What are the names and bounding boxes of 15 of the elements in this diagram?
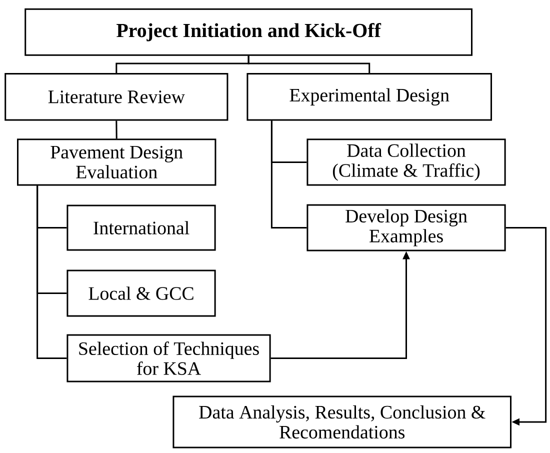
process-box: Experimental Design [246,73,492,121]
process-box: Data Analysis, Results, Conclusion & Recomendations [172,396,512,448]
process-box: Data Collection (Climate & Traffic) [306,138,506,186]
process-box: International [66,204,216,251]
process-box: Develop Design Examples [306,204,506,252]
process-box: Local & GCC [66,270,216,317]
process-box: Pavement Design Evaluation [17,138,216,186]
connector-line [116,120,118,139]
heading-box: Project Initiation and Kick-Off [24,8,472,56]
process-box: Selection of Techniques for KSA [66,334,271,382]
connector-line [36,186,67,359]
process-box: Literature Review [4,73,228,121]
connector-line [270,120,307,228]
arrow [506,227,547,426]
connector-line [248,56,370,73]
